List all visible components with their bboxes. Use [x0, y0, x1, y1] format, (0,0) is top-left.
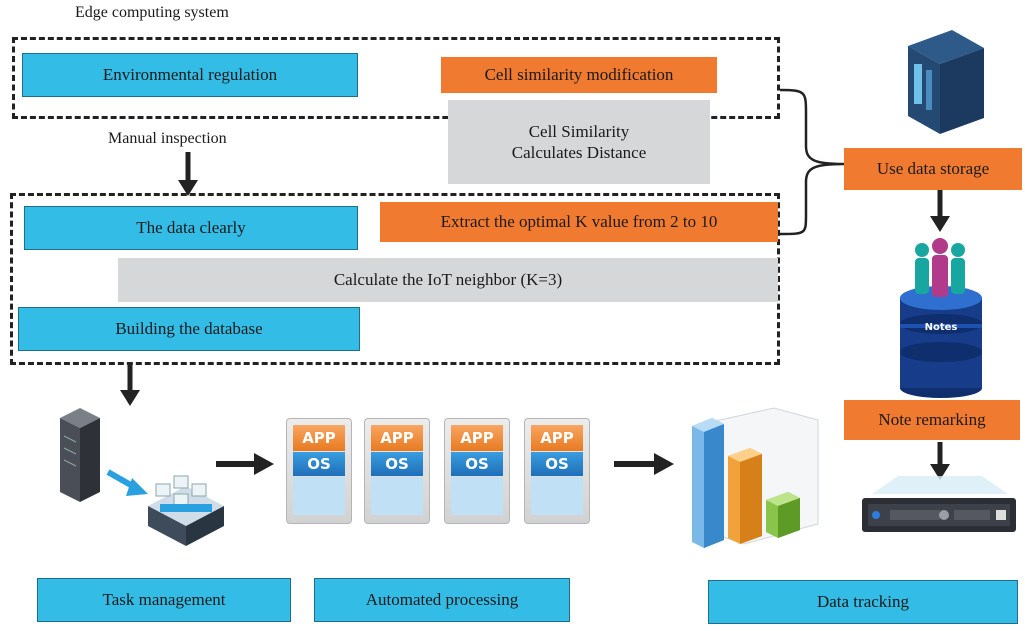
vm-documents	[531, 477, 583, 515]
box-note-remarking: Note remarking	[844, 400, 1020, 440]
server-virtualization-icon	[60, 408, 224, 546]
brace-connector	[779, 88, 845, 236]
box-task-management: Task management	[37, 578, 291, 622]
dashed-region-top	[12, 37, 780, 119]
dashed-region-middle	[10, 193, 780, 365]
box-use-data-storage: Use data storage	[844, 148, 1022, 190]
vm-os-label: OS	[371, 452, 423, 476]
vm-os-label: OS	[531, 452, 583, 476]
server-tower-icon	[908, 30, 984, 134]
box-building-database: Building the database	[18, 307, 360, 351]
vm-documents	[451, 477, 503, 515]
rack-server-icon	[862, 476, 1016, 532]
vm-app-label: APP	[451, 425, 503, 451]
vm-card: APP OS	[444, 418, 510, 524]
arrow-right-icon	[216, 453, 274, 475]
vm-card: APP OS	[364, 418, 430, 524]
box-extract-optimal-k: Extract the optimal K value from 2 to 10	[380, 202, 778, 242]
arrow-down-icon	[930, 442, 950, 480]
vm-card: APP OS	[286, 418, 352, 524]
label-manual-inspection: Manual inspection	[108, 130, 227, 147]
vm-app-label: APP	[293, 425, 345, 451]
arrow-down-icon	[930, 190, 950, 232]
arrow-down-icon	[120, 364, 140, 406]
box-calculate-iot-neighbor: Calculate the IoT neighbor (K=3)	[118, 258, 778, 302]
box-cell-similarity-modification: Cell similarity modification	[441, 57, 717, 93]
arrow-right-icon	[614, 453, 674, 475]
box-the-data-clearly: The data clearly	[24, 206, 358, 250]
vm-os-label: OS	[451, 452, 503, 476]
bar-chart-icon	[692, 407, 819, 548]
vm-documents	[293, 477, 345, 515]
vm-card: APP OS	[524, 418, 590, 524]
box-automated-processing: Automated processing	[314, 578, 570, 622]
box-cell-similarity-distance: Cell Similarity Calculates Distance	[448, 100, 710, 184]
notes-label: Notes	[925, 322, 958, 333]
vm-os-label: OS	[293, 452, 345, 476]
vm-app-label: APP	[531, 425, 583, 451]
arrow-down-icon	[178, 152, 198, 196]
box-environmental-regulation: Environmental regulation	[22, 53, 358, 97]
vm-app-label: APP	[371, 425, 423, 451]
box-data-tracking: Data tracking	[708, 580, 1018, 624]
vm-documents	[371, 477, 423, 515]
notes-database-icon: Notes	[900, 238, 982, 398]
diagram-title: Edge computing system	[75, 4, 229, 21]
